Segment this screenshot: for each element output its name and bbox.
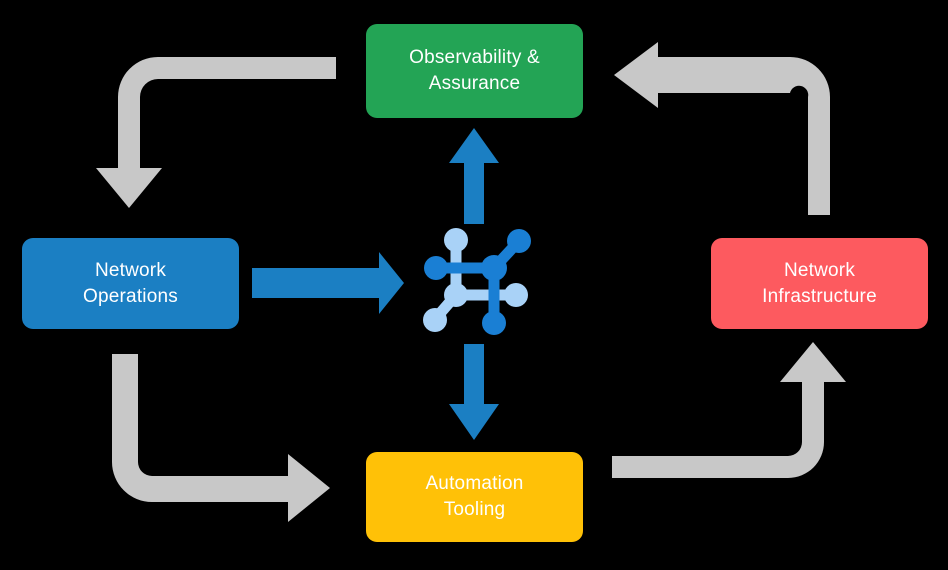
arrow-network-operations-to-automation-tooling <box>112 354 330 522</box>
node-label-observability-assurance: Observability & Assurance <box>409 47 540 94</box>
arrow-automation-tooling-to-network-infrastructure <box>612 342 846 478</box>
node-label-network-operations: Network Operations <box>83 259 178 307</box>
node-box-network-infrastructure[interactable]: Network Infrastructure <box>711 238 928 329</box>
arrow-network-operations-to-center <box>252 252 404 314</box>
node-center-hub <box>481 255 507 281</box>
arrow-observability-to-network-operations <box>96 57 336 208</box>
node-top-right <box>507 229 531 253</box>
node-box-observability-assurance[interactable]: Observability & Assurance <box>366 24 583 118</box>
network-icon-edges <box>430 234 525 329</box>
edge-bottom-left-diagonal <box>430 289 462 324</box>
node-box-automation-tooling[interactable]: Automation Tooling <box>366 452 583 542</box>
node-bottom-left-inner <box>444 283 468 307</box>
arrow-center-to-observability <box>449 128 499 224</box>
node-box-network-operations[interactable]: Network Operations <box>22 238 239 329</box>
node-mid-left <box>424 256 448 280</box>
node-mid-right <box>504 283 528 307</box>
node-bottom-right <box>482 311 506 335</box>
node-top-left <box>444 228 468 252</box>
arrow-network-infrastructure-to-observability <box>614 42 830 215</box>
arrow-center-to-automation-tooling <box>449 344 499 440</box>
node-bottom-left-outer <box>423 308 447 332</box>
node-label-network-infrastructure: Network Infrastructure <box>762 259 877 307</box>
edge-top-right-diagonal <box>488 235 525 274</box>
network-icon-nodes <box>423 228 531 335</box>
node-label-automation-tooling: Automation Tooling <box>425 473 524 520</box>
